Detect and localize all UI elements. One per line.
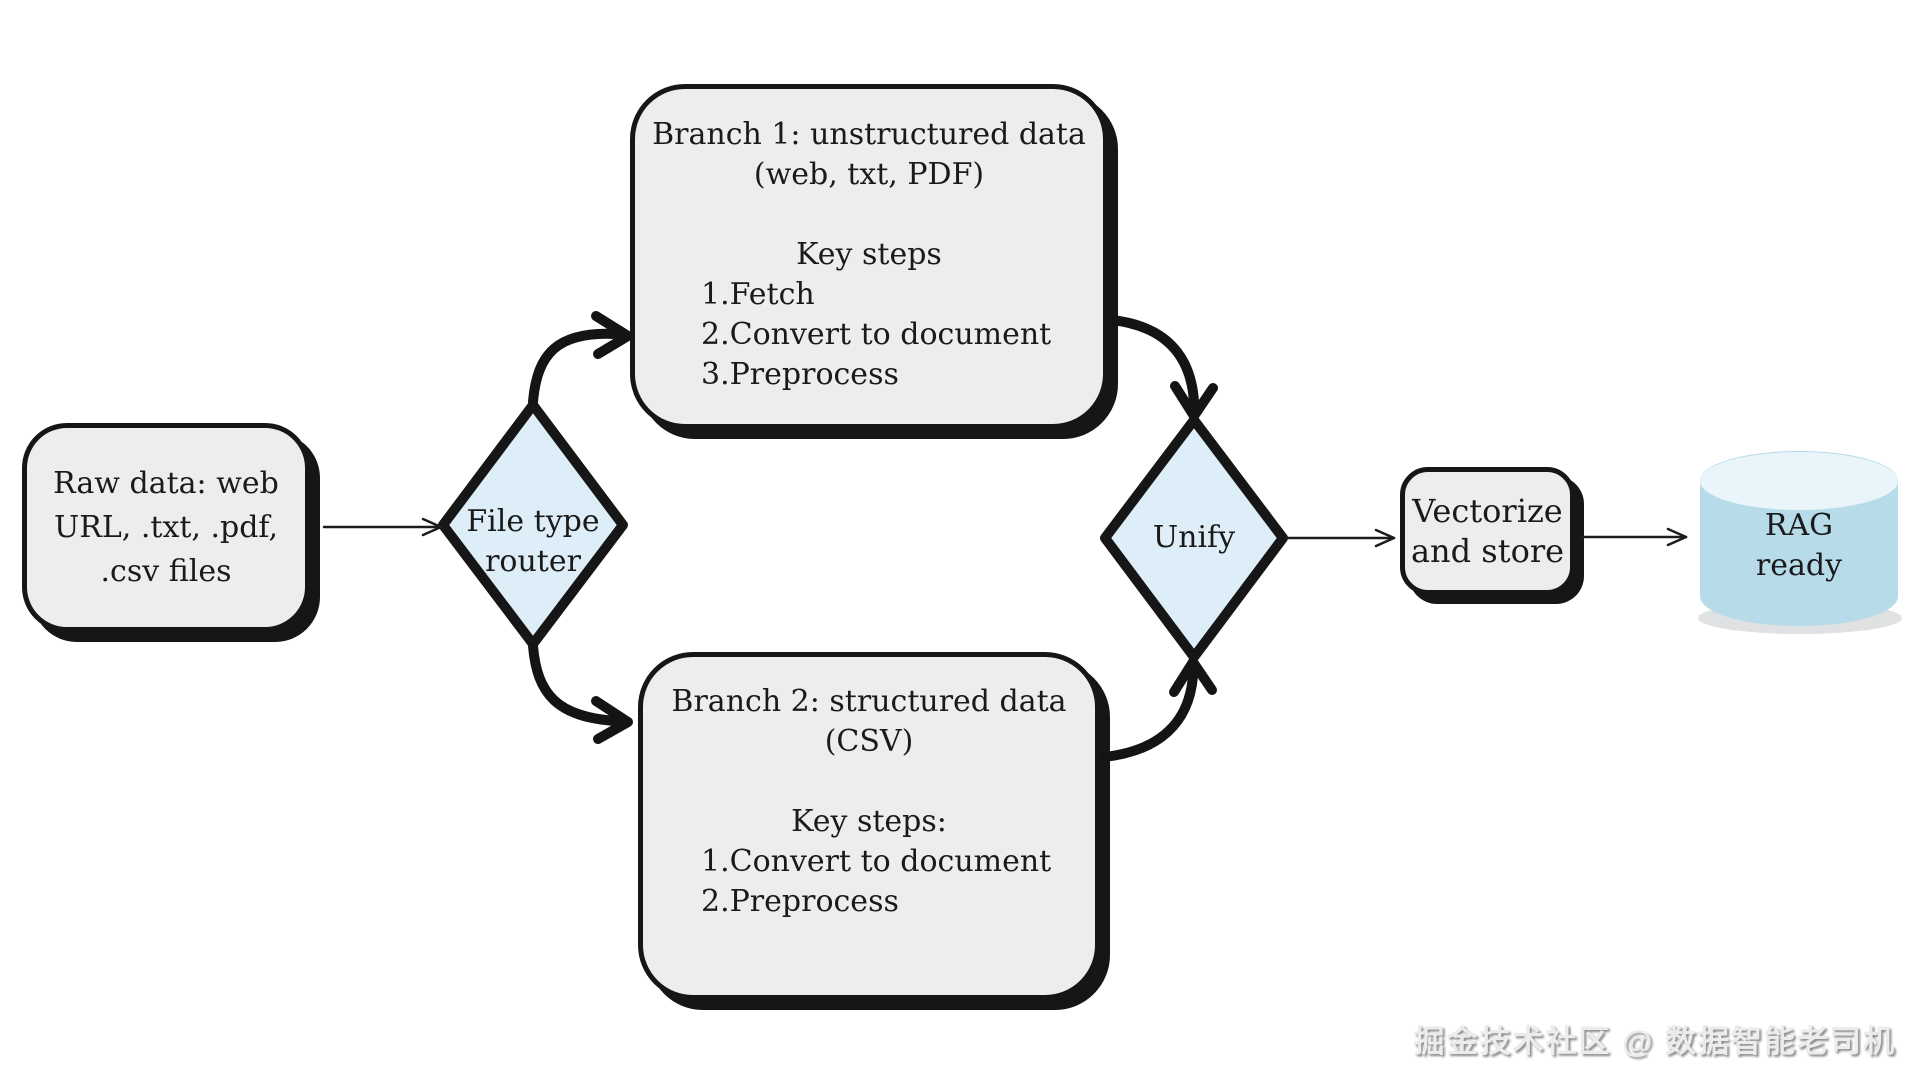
branch1-subtitle-format: (web, txt, PDF) bbox=[753, 157, 985, 192]
spacer bbox=[635, 195, 1103, 235]
node-branch2-structured: Branch 2: structured data (CSV) Key step… bbox=[638, 652, 1100, 1000]
router-line: File type bbox=[466, 504, 600, 539]
branch1-step: 2.Convert to document bbox=[701, 317, 1052, 352]
node-branch1-unstructured: Branch 1: unstructured data (web, txt, P… bbox=[630, 84, 1108, 429]
arrow-branch2-to-unify bbox=[1099, 671, 1198, 762]
raw-data-line: Raw data: web bbox=[53, 465, 279, 501]
arrowhead-router-to-branch2 bbox=[591, 696, 633, 744]
branch2-title: Branch 2: structured data bbox=[671, 684, 1067, 719]
branch1-title: Branch 1: unstructured data bbox=[652, 117, 1086, 152]
raw-data-line: .csv files bbox=[100, 553, 232, 589]
branch1-step: 1.Fetch bbox=[701, 277, 815, 312]
label-file-type-router: File type router bbox=[433, 502, 633, 582]
vectorize-line: and store bbox=[1410, 532, 1565, 570]
watermark-text: 掘金技术社区 @ 数据智能老司机 bbox=[1413, 1024, 1896, 1059]
node-vectorize-store: Vectorize and store bbox=[1400, 467, 1575, 595]
arrowhead-branch2-to-unify bbox=[1169, 657, 1217, 697]
label-rag-ready: RAG ready bbox=[1700, 506, 1898, 586]
arrowhead-router-to-branch1 bbox=[591, 311, 633, 359]
raw-data-line: URL, .txt, .pdf, bbox=[53, 509, 279, 545]
arrow-branch1-to-unify bbox=[1107, 315, 1199, 407]
arrow-router-to-branch1 bbox=[528, 328, 621, 407]
rag-line: RAG bbox=[1764, 508, 1834, 543]
node-raw-data: Raw data: web URL, .txt, .pdf, .csv file… bbox=[22, 423, 310, 632]
arrowhead-vectorize-to-rag bbox=[1666, 527, 1688, 547]
cylinder-shadow bbox=[1698, 602, 1902, 634]
branch2-step: 1.Convert to document bbox=[701, 844, 1052, 879]
arrowhead-branch1-to-unify bbox=[1170, 381, 1218, 421]
branch1-step: 3.Preprocess bbox=[701, 357, 899, 392]
router-line: router bbox=[485, 544, 581, 579]
vectorize-line: Vectorize bbox=[1412, 492, 1563, 530]
arrowhead-unify-to-vectorize bbox=[1374, 528, 1396, 548]
branch2-step: 2.Preprocess bbox=[701, 884, 899, 919]
rag-line: ready bbox=[1755, 548, 1843, 583]
label-unify: Unify bbox=[1094, 518, 1294, 558]
branch1-key-steps-heading: Key steps bbox=[796, 237, 942, 272]
unify-line: Unify bbox=[1152, 520, 1236, 555]
branch2-key-steps-heading: Key steps: bbox=[791, 804, 947, 839]
spacer bbox=[643, 762, 1095, 802]
arrow-router-to-branch2 bbox=[528, 641, 621, 726]
branch2-subtitle-format: (CSV) bbox=[824, 724, 914, 759]
cylinder-top bbox=[1700, 452, 1898, 510]
